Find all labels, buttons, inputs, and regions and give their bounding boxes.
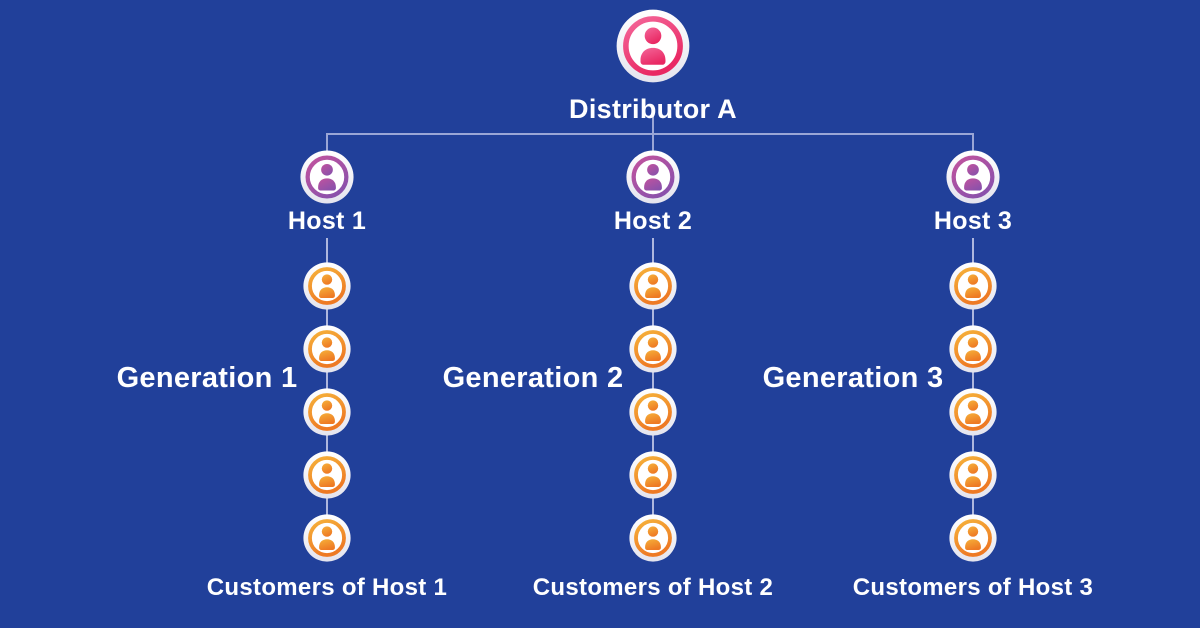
customer-person-icon — [303, 388, 351, 436]
distributor-label: Distributor A — [569, 94, 737, 124]
connector-drop-host1 — [326, 134, 328, 152]
customer-person-icon — [629, 514, 677, 562]
host-label: Host 1 — [287, 207, 367, 235]
customer-person-icon — [303, 514, 351, 562]
customer-chain-line — [326, 238, 328, 538]
customer-person-icon — [303, 262, 351, 310]
customer-person-icon — [949, 388, 997, 436]
customer-chain-line — [652, 238, 654, 538]
customer-chain-line — [972, 238, 974, 538]
customer-person-icon — [303, 451, 351, 499]
customer-person-icon — [629, 262, 677, 310]
customer-person-icon — [303, 325, 351, 373]
customer-chain — [303, 262, 351, 562]
host-column: Host 3 — [763, 150, 1133, 628]
connector-horizontal — [326, 133, 974, 135]
customer-chain — [949, 262, 997, 562]
distributor-node: Distributor A — [503, 9, 803, 125]
customer-person-icon — [629, 451, 677, 499]
customer-person-icon — [629, 388, 677, 436]
customer-chain — [629, 262, 677, 562]
customer-person-icon — [629, 325, 677, 373]
connector-root-drop — [652, 111, 654, 134]
connector-drop-host3 — [972, 134, 974, 152]
connector-drop-host2 — [652, 134, 654, 152]
host-column: Host 1 — [117, 150, 487, 628]
customer-person-icon — [949, 325, 997, 373]
customer-person-icon — [949, 514, 997, 562]
customers-label: Customers of Host 1 — [206, 574, 448, 601]
customers-label: Customers of Host 3 — [852, 574, 1094, 601]
customer-person-icon — [949, 262, 997, 310]
host-person-icon — [946, 150, 1000, 204]
host-column: Host 2 — [443, 150, 813, 628]
host-label: Host 3 — [933, 207, 1013, 235]
generation-label: Generation 2 — [442, 362, 624, 394]
customers-label: Customers of Host 2 — [532, 574, 774, 601]
host-label: Host 2 — [613, 207, 693, 235]
generation-label: Generation 1 — [116, 362, 298, 394]
host-person-icon — [300, 150, 354, 204]
customer-person-icon — [949, 451, 997, 499]
generation-label: Generation 3 — [762, 362, 944, 394]
host-person-icon — [626, 150, 680, 204]
distributor-person-icon — [616, 9, 690, 88]
